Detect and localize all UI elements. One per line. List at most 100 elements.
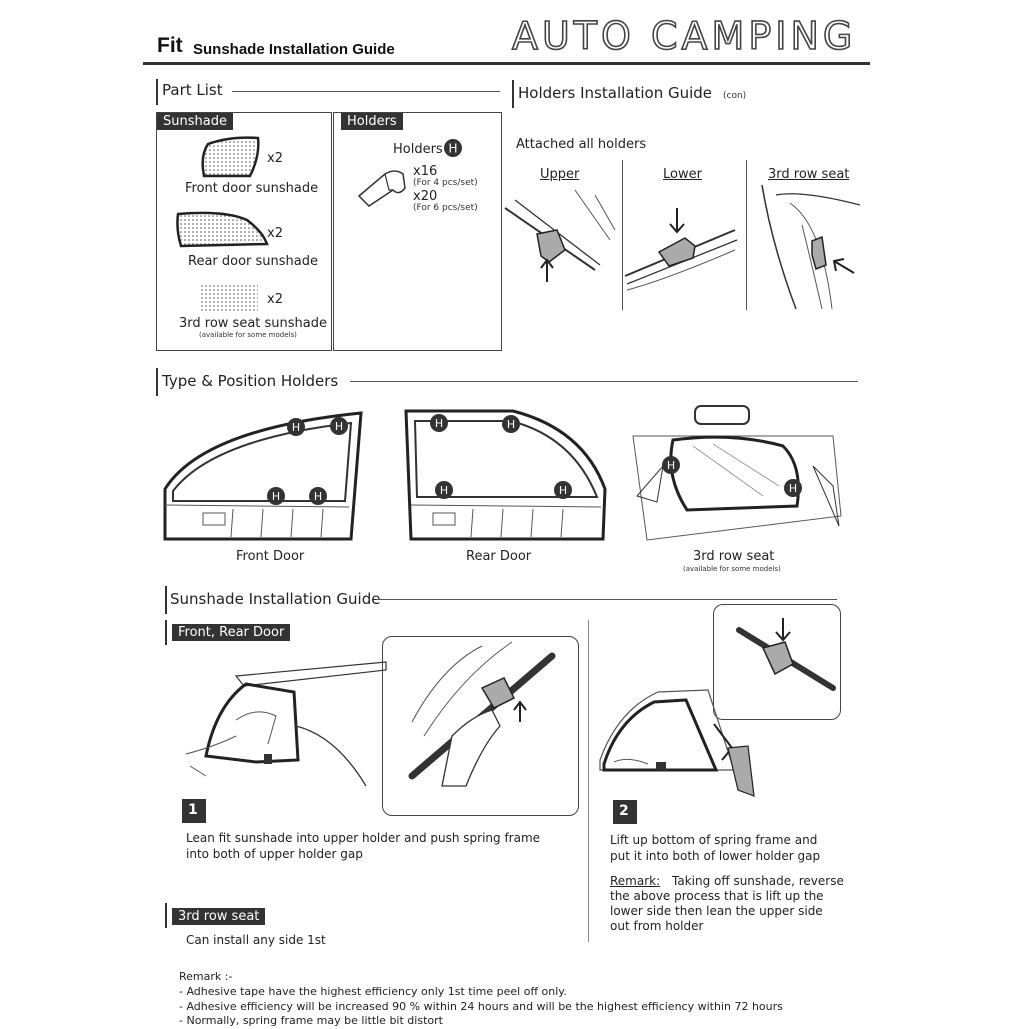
front-rear-bar bbox=[165, 620, 167, 645]
holder-badge-icon: H bbox=[444, 139, 462, 157]
type-position-heading: Type & Position Holders bbox=[162, 372, 339, 390]
holder-qty-20: x20 bbox=[413, 189, 438, 204]
col-lower-label: Lower bbox=[663, 167, 702, 182]
badge-front-1: H bbox=[287, 418, 305, 436]
front-sunshade-label: Front door sunshade bbox=[185, 181, 319, 196]
badge-front-2: H bbox=[330, 417, 348, 435]
step2-remark-line1: Taking off sunshade, reverse bbox=[672, 874, 844, 888]
front-rear-tag: Front, Rear Door bbox=[172, 624, 291, 641]
step2-badge bbox=[613, 800, 637, 824]
step2-text-line2: put it into both of lower holder gap bbox=[610, 849, 821, 863]
svg-text:H: H bbox=[272, 490, 280, 503]
step1-text-line1: Lean fit sunshade into upper holder and … bbox=[186, 831, 541, 845]
third-row-holder-illustration bbox=[761, 184, 861, 310]
svg-text:H: H bbox=[789, 482, 797, 495]
step2-zoom-box bbox=[713, 604, 841, 720]
step1-text-line2: into both of upper holder gap bbox=[186, 847, 363, 861]
rear-sunshade-qty: x2 bbox=[267, 226, 283, 241]
svg-text:H: H bbox=[667, 459, 675, 472]
holders-label: Holders bbox=[393, 142, 443, 157]
arrow-up-icon bbox=[540, 258, 554, 282]
third-sunshade-label: 3rd row seat sunshade bbox=[179, 316, 327, 331]
step2-remark-line3: lower side then lean the upper side bbox=[610, 904, 823, 918]
col-upper-label: Upper bbox=[540, 167, 580, 182]
svg-text:H: H bbox=[335, 420, 343, 433]
holder-clip-icon bbox=[357, 170, 406, 207]
svg-text:H: H bbox=[292, 421, 300, 434]
lower-holder-illustration bbox=[624, 208, 738, 291]
remark-line-1: - Adhesive tape have the highest efficie… bbox=[179, 985, 567, 998]
title-fit: Fit bbox=[157, 34, 183, 57]
step2-arrow-down-icon bbox=[775, 618, 791, 642]
front-door-label: Front Door bbox=[236, 549, 305, 564]
step2-text-line1: Lift up bottom of spring frame and bbox=[610, 833, 818, 847]
svg-text:H: H bbox=[435, 417, 443, 430]
third-row-sunshade-icon bbox=[200, 284, 258, 312]
step1-badge bbox=[182, 799, 206, 823]
page-title: Sunshade Installation Guide bbox=[193, 41, 395, 58]
holder-note-4pcs: (For 4 pcs/set) bbox=[413, 178, 478, 188]
remark-line-3: - Normally, spring frame may be little b… bbox=[179, 1014, 443, 1027]
holder-badge-text: H bbox=[448, 142, 457, 156]
arrow-diag-icon bbox=[832, 258, 855, 274]
sunshade-box bbox=[156, 112, 332, 351]
col-divider-2 bbox=[746, 160, 747, 310]
third-row-note: (available for some models) bbox=[683, 565, 781, 573]
step1-zoom-illustration bbox=[408, 641, 556, 787]
svg-text:H: H bbox=[507, 418, 515, 431]
badge-third-1: H bbox=[662, 456, 680, 474]
type-position-bar bbox=[156, 368, 158, 396]
third-row-label: 3rd row seat bbox=[693, 549, 775, 564]
holder-note-6pcs: (For 6 pcs/set) bbox=[413, 203, 478, 213]
header-divider bbox=[143, 62, 870, 65]
holders-box bbox=[333, 112, 502, 351]
svg-text:H: H bbox=[314, 490, 322, 503]
step1-arrow-up-icon bbox=[513, 700, 527, 722]
holders-guide-subtitle: Attached all holders bbox=[516, 137, 647, 152]
step-divider bbox=[588, 620, 589, 942]
rear-door-label: Rear Door bbox=[466, 549, 532, 564]
part-list-bar bbox=[156, 79, 158, 105]
step2-remark-line4: out from holder bbox=[610, 919, 704, 933]
badge-rear-1: H bbox=[430, 414, 448, 432]
badge-rear-4: H bbox=[554, 481, 572, 499]
svg-text:H: H bbox=[559, 484, 567, 497]
upper-holder-illustration bbox=[504, 189, 616, 282]
holders-guide-suffix: (con) bbox=[723, 91, 747, 101]
arrow-down-icon bbox=[669, 208, 685, 234]
badge-rear-3: H bbox=[435, 481, 453, 499]
step2-remark-label: Remark: bbox=[610, 874, 661, 888]
front-door-sunshade-icon bbox=[201, 136, 260, 178]
step1-number: 1 bbox=[188, 802, 198, 818]
badge-third-2: H bbox=[784, 479, 802, 497]
step1-zoom-box bbox=[382, 636, 579, 816]
part-list-heading: Part List bbox=[162, 81, 223, 99]
front-sunshade-qty: x2 bbox=[267, 151, 283, 166]
remarks-title: Remark :- bbox=[179, 970, 233, 983]
step2-number: 2 bbox=[619, 803, 629, 819]
step2-remark-line2: the above process that is lift up the bbox=[610, 889, 824, 903]
holder-qty-16: x16 bbox=[413, 164, 438, 179]
step2-zoom-illustration bbox=[736, 618, 836, 691]
holders-tag: Holders bbox=[341, 113, 403, 130]
front-door-diagram bbox=[163, 411, 363, 541]
holders-guide-bar bbox=[512, 80, 514, 108]
type-position-rule bbox=[350, 381, 858, 382]
install-guide-rule bbox=[376, 599, 837, 600]
sunshade-tag: Sunshade bbox=[157, 113, 233, 130]
badge-front-4: H bbox=[309, 487, 327, 505]
third-sunshade-note: (available for some models) bbox=[199, 331, 297, 339]
install-guide-bar bbox=[165, 586, 167, 614]
brand-logo: AUTO CAMPING bbox=[511, 13, 857, 59]
col-third-label: 3rd row seat bbox=[768, 167, 850, 182]
third-row-bar bbox=[165, 903, 167, 928]
third-row-tag: 3rd row seat bbox=[172, 908, 266, 925]
part-list-rule bbox=[232, 91, 500, 92]
third-row-text: Can install any side 1st bbox=[186, 933, 326, 947]
badge-front-3: H bbox=[267, 487, 285, 505]
badge-rear-2: H bbox=[502, 415, 520, 433]
rear-sunshade-label: Rear door sunshade bbox=[188, 254, 319, 269]
step2-illustration bbox=[599, 689, 755, 797]
third-sunshade-qty: x2 bbox=[267, 292, 283, 307]
